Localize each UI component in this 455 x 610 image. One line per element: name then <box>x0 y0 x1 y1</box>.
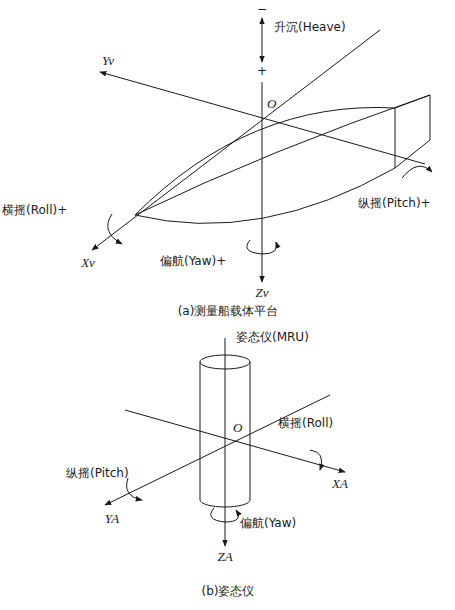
axis-name: XA <box>332 477 348 491</box>
pitch-arrow-b <box>127 478 142 500</box>
za-axis <box>225 338 226 546</box>
pitch-label: 纵摇(Pitch)+ <box>358 196 431 210</box>
axis-name: Zv <box>256 286 269 300</box>
roll-arrow-b <box>310 450 322 470</box>
mru-label: 姿态仪(MRU) <box>236 330 309 344</box>
pitch-label: 纵摇(Pitch) <box>66 466 129 480</box>
yaw-arrow-b <box>211 508 239 522</box>
mru-side-right <box>250 362 251 500</box>
boat-hull <box>135 95 430 223</box>
xv-axis <box>92 30 380 250</box>
roll-label: 横摇(Roll) <box>278 416 333 430</box>
figure-caption: (b)姿态仪 <box>202 584 255 598</box>
yaw-label: 偏航(Yaw)+ <box>160 254 226 268</box>
pitch-arrow <box>402 166 432 178</box>
roll-arrow <box>108 214 122 244</box>
roll-label: 横摇(Roll)+ <box>2 203 67 217</box>
ya-axis <box>105 395 330 505</box>
origin-label: O <box>233 421 242 435</box>
sign-minus: − <box>257 2 267 16</box>
heave-arrow <box>262 18 263 62</box>
zv-axis <box>262 82 263 282</box>
yaw-arrow <box>247 240 277 254</box>
boat-stern-edge <box>395 108 396 168</box>
axis-name: YA <box>105 512 119 526</box>
yv-axis <box>100 72 425 164</box>
axis-name: Yv <box>102 54 114 68</box>
boat-deck-line <box>135 95 430 215</box>
sign-plus: + <box>257 64 267 78</box>
yaw-label: 偏航(Yaw) <box>240 516 296 530</box>
axis-name: ZA <box>217 550 232 564</box>
axis-name: Xv <box>81 256 95 270</box>
figure-caption: (a)测量船载体平台 <box>178 304 279 318</box>
origin-label: O <box>267 97 276 111</box>
heave-label: 升沉(Heave) <box>274 20 346 34</box>
